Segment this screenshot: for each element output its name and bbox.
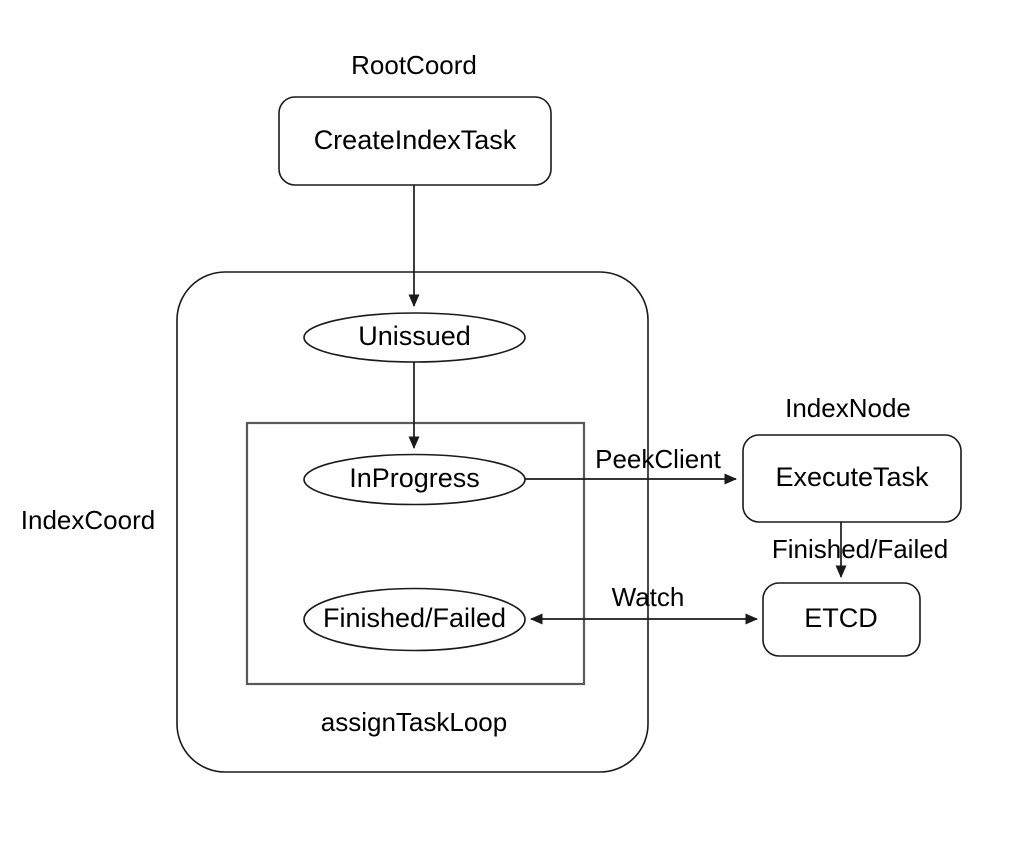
group-assigntaskloop[interactable]: assignTaskLoop: [245, 421, 586, 737]
indexnode-label: IndexNode: [785, 393, 911, 423]
finishedfailed-label: Finished/Failed: [323, 603, 506, 633]
inprogress-label: InProgress: [349, 463, 480, 493]
indexcoord-label: IndexCoord: [21, 505, 155, 535]
createindextask-box[interactable]: [278, 96, 552, 186]
edge-label-finished-failed: Finished/Failed: [772, 534, 948, 564]
etcd-box[interactable]: [762, 582, 921, 657]
inprogress-ellipse[interactable]: [303, 453, 526, 506]
node-createindextask[interactable]: CreateIndexTask: [278, 96, 552, 186]
node-finishedfailed[interactable]: Finished/Failed: [303, 587, 526, 652]
node-inprogress[interactable]: InProgress: [303, 453, 526, 506]
edge-etcd-to-finishedfailed: Watch: [529, 582, 759, 625]
finishedfailed-ellipse[interactable]: [303, 587, 526, 652]
edge-label-peekclient: PeekClient: [595, 444, 722, 474]
edge-inprogress-to-executetask: PeekClient: [525, 444, 738, 485]
indexcoord-container[interactable]: [176, 271, 649, 773]
createindextask-label: CreateIndexTask: [314, 125, 517, 155]
node-unissued[interactable]: Unissued: [303, 312, 526, 363]
rootcoord-label: RootCoord: [351, 50, 477, 80]
assigntaskloop-container[interactable]: [245, 421, 586, 686]
executetask-box[interactable]: [742, 434, 962, 523]
assigntaskloop-label: assignTaskLoop: [321, 707, 507, 737]
edge-executetask-to-etcd: Finished/Failed: [772, 522, 948, 579]
group-indexcoord[interactable]: IndexCoord: [21, 271, 649, 773]
node-etcd[interactable]: ETCD: [762, 582, 921, 657]
executetask-label: ExecuteTask: [775, 462, 929, 492]
unissued-ellipse[interactable]: [303, 312, 526, 363]
unissued-label: Unissued: [358, 321, 471, 351]
etcd-label: ETCD: [804, 603, 878, 633]
edge-label-watch: Watch: [612, 582, 685, 612]
node-executetask[interactable]: ExecuteTask: [742, 434, 962, 523]
